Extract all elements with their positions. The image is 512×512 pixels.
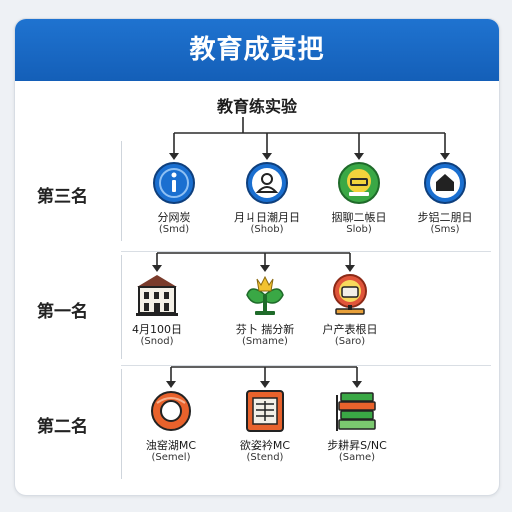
row-divider-vertical xyxy=(121,369,122,479)
row-label-rank-2: 第二名 xyxy=(37,417,88,437)
diagram-node: 分网炭 (Smd) xyxy=(119,161,229,236)
house-icon xyxy=(423,161,467,205)
diagram-node: 户产表根日 (Saro) xyxy=(295,273,405,348)
node-label: 浊窑湖MC xyxy=(145,439,197,452)
node-label: 月ㄐ日潮月日 xyxy=(234,211,300,224)
node-sublabel: (Semel) xyxy=(151,452,191,463)
node-sublabel: (Same) xyxy=(338,452,376,463)
row-divider-vertical xyxy=(121,255,122,359)
diagram-node: 步耕昇S/NC (Same) xyxy=(302,389,412,464)
diagram-node: 浊窑湖MC (Semel) xyxy=(116,389,226,464)
user-icon xyxy=(245,161,289,205)
row-label-rank-1: 第一名 xyxy=(37,302,88,322)
school-building-icon xyxy=(135,273,179,317)
info-icon xyxy=(152,161,196,205)
books-icon xyxy=(335,389,379,433)
row-separator xyxy=(121,251,491,252)
row-separator xyxy=(121,365,491,366)
diagram-node: 芬卜 揣分新 (Smame) xyxy=(210,273,320,348)
diagram-node: 欲姿衿MC (Stend) xyxy=(210,389,320,464)
row-label-rank-3: 第三名 xyxy=(37,187,88,207)
node-sublabel: Slob) xyxy=(346,224,372,235)
plant-icon xyxy=(243,273,287,317)
node-sublabel: (Shob) xyxy=(250,224,284,235)
node-label: 步铝二朋日 xyxy=(417,211,473,224)
row-divider-vertical xyxy=(121,141,122,241)
node-label: 㧢聊二帳日 xyxy=(331,211,387,224)
node-label: 户产表根日 xyxy=(322,323,378,336)
diagram-node: 4月100日 (Snod) xyxy=(102,273,212,348)
node-sublabel: (Stend) xyxy=(246,452,284,463)
diagram-node: 月ㄐ日潮月日 (Shob) xyxy=(212,161,322,236)
node-sublabel: (Smame) xyxy=(242,336,288,347)
node-label: 4月100日 xyxy=(132,323,182,336)
book-stand-icon xyxy=(328,273,372,317)
card: 教育成责把 教育练实验 xyxy=(14,18,500,496)
connector-lines xyxy=(152,117,450,388)
diagram-root-label: 教育练实验 xyxy=(216,97,297,116)
node-sublabel: (Snod) xyxy=(140,336,174,347)
node-sublabel: (Smd) xyxy=(158,224,190,235)
node-label: 欲姿衿MC xyxy=(239,439,291,452)
node-sublabel: (Saro) xyxy=(334,336,366,347)
node-sublabel: (Sms) xyxy=(430,224,460,235)
diagram-node: 㧢聊二帳日 Slob) xyxy=(304,161,414,236)
node-label: 分网炭 xyxy=(157,211,191,224)
tablet-icon xyxy=(243,389,287,433)
page-title: 教育成责把 xyxy=(15,19,499,81)
diagram-node: 步铝二朋日 (Sms) xyxy=(390,161,499,236)
node-label: 步耕昇S/NC xyxy=(327,439,387,452)
node-label: 芬卜 揣分新 xyxy=(235,323,295,336)
book-icon xyxy=(337,161,381,205)
ring-icon xyxy=(149,389,193,433)
